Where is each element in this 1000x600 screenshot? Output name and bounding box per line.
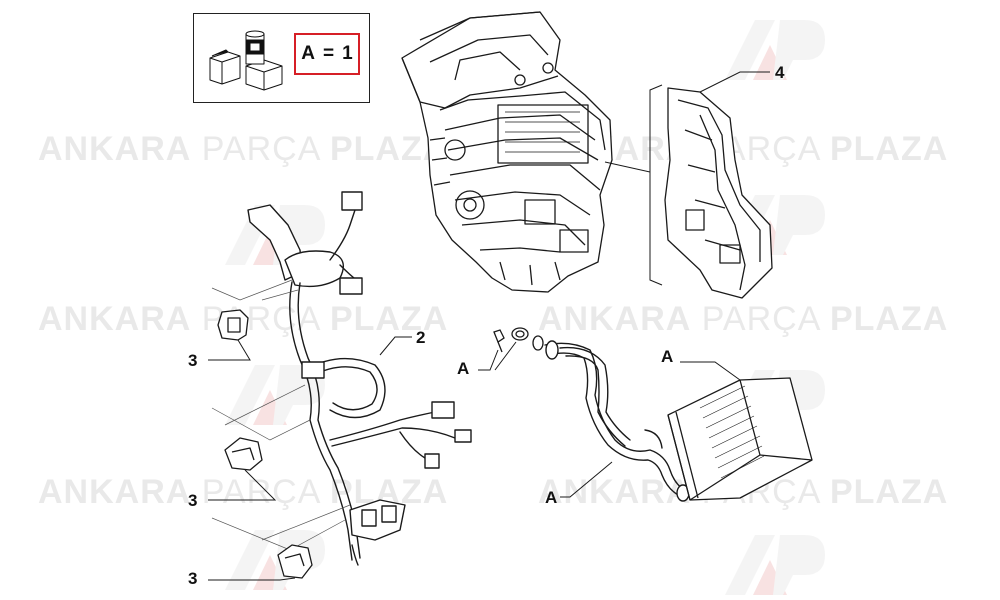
watermark-text: ANKARA PARÇA PLAZA: [538, 300, 948, 338]
callout-kit-a: A: [457, 359, 469, 378]
kit-a-heater-core: [667, 377, 813, 501]
callout-kit-a: A: [545, 488, 557, 507]
part-4-side-panel: [664, 87, 773, 299]
hvac-housing: [401, 11, 613, 293]
leader-line: [478, 349, 499, 371]
callout-part-2: 2: [416, 328, 425, 347]
leader-line: [649, 84, 663, 286]
leader-line: [208, 469, 277, 501]
kit-a-heater-pipes: [544, 340, 690, 502]
leader-line: [604, 161, 651, 173]
part-3-clip: [217, 309, 249, 341]
leader-line: [494, 341, 517, 371]
callout-part-3: 3: [188, 569, 197, 588]
callout-part-3: 3: [188, 491, 197, 510]
leader-line: [680, 361, 741, 381]
equals-sign: =: [323, 43, 335, 64]
leader-line: [379, 336, 412, 356]
part-2-wiring-harness: [247, 191, 472, 566]
callout-kit-a: A: [661, 347, 673, 366]
legend-box: A = 1: [193, 13, 370, 103]
quantity-value: 1: [342, 43, 353, 64]
leader-line: [208, 577, 296, 581]
part-3-clip: [277, 544, 313, 579]
leader-line: [560, 461, 613, 498]
watermark-text: ANKARA PARÇA PLAZA: [38, 130, 448, 168]
parts-kit-icon: [209, 30, 283, 91]
callout-part-4: 4: [775, 63, 785, 82]
watermark-text: ANKARA PARÇA PLAZA: [38, 473, 448, 511]
leader-line: [208, 339, 251, 361]
quantity-box: A = 1: [294, 33, 360, 75]
callout-part-3: 3: [188, 351, 197, 370]
leader-line: [699, 71, 770, 93]
kit-code-label: A: [301, 43, 316, 64]
kit-a-fasteners: [493, 327, 544, 353]
part-3-clip: [224, 437, 263, 471]
